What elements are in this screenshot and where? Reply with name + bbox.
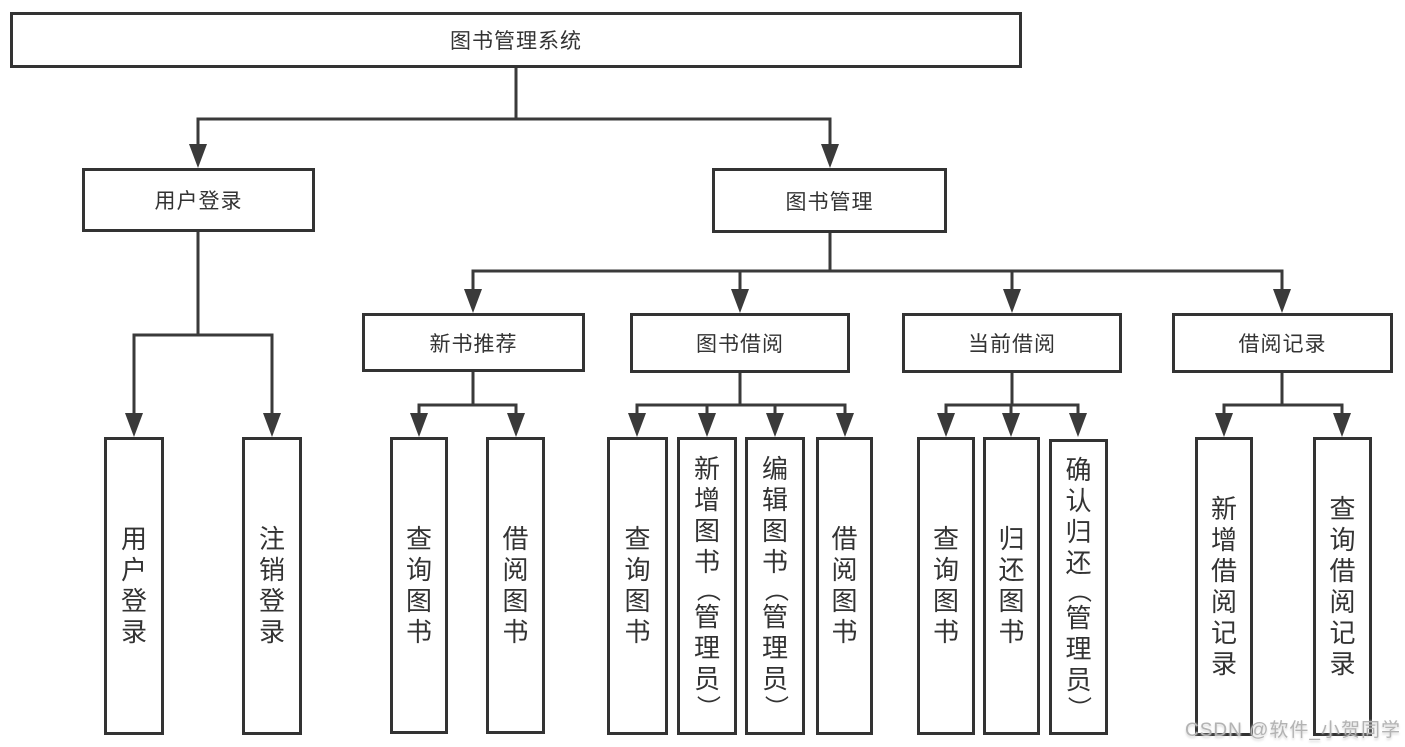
- node-book-borrow: 图书借阅: [630, 313, 850, 373]
- arrowhead: [1333, 413, 1351, 437]
- leaf-current-query: 查询图书: [917, 437, 975, 735]
- node-user-login: 用户登录: [82, 168, 315, 232]
- arrowhead: [1002, 413, 1020, 437]
- arrowhead: [410, 413, 428, 437]
- arrowhead: [125, 413, 143, 437]
- connector-bookmgmt-to-sections: [471, 233, 1284, 291]
- node-borrow-records-label: 借阅记录: [1238, 333, 1327, 356]
- leaf-logout: 注销登录: [242, 437, 302, 735]
- leaf-current-confirm-label: 确认归还（管理员）: [1065, 454, 1093, 720]
- leaf-borrow-edit-label: 编辑图书（管理员）: [761, 453, 789, 719]
- node-new-books-label: 新书推荐: [429, 332, 518, 356]
- arrowhead: [821, 144, 839, 168]
- leaf-borrow-borrow: 借阅图书: [816, 437, 873, 735]
- leaf-current-confirm: 确认归还（管理员）: [1049, 439, 1108, 735]
- leaf-borrow-add: 新增图书（管理员）: [677, 437, 737, 735]
- arrowhead: [263, 413, 281, 437]
- leaf-records-add: 新增借阅记录: [1195, 437, 1253, 736]
- node-current-borrow: 当前借阅: [902, 313, 1122, 373]
- node-book-management-label: 图书管理: [785, 190, 874, 214]
- leaf-newbooks-query: 查询图书: [390, 437, 448, 734]
- node-borrow-records: 借阅记录: [1172, 313, 1393, 373]
- arrowhead: [1069, 413, 1087, 437]
- connector-root-to-level2: [196, 66, 832, 146]
- node-book-borrow-label: 图书借阅: [696, 333, 784, 356]
- node-current-borrow-label: 当前借阅: [968, 333, 1056, 356]
- leaf-borrow-add-label: 新增图书（管理员）: [693, 453, 721, 719]
- arrowhead: [1273, 289, 1291, 313]
- node-root-label: 图书管理系统: [450, 30, 582, 53]
- leaf-borrow-borrow-label: 借阅图书: [831, 524, 858, 647]
- leaf-newbooks-borrow-label: 借阅图书: [502, 523, 529, 647]
- arrowhead: [698, 413, 716, 437]
- node-new-books: 新书推荐: [362, 313, 585, 372]
- leaf-records-add-label: 新增借阅记录: [1210, 493, 1237, 679]
- node-book-management: 图书管理: [712, 168, 947, 233]
- leaf-borrow-query: 查询图书: [607, 437, 668, 735]
- arrowhead: [937, 413, 955, 437]
- leaf-user-login: 用户登录: [104, 437, 164, 735]
- leaf-current-query-label: 查询图书: [932, 524, 959, 647]
- leaf-current-return-label: 归还图书: [998, 524, 1025, 647]
- leaf-records-query-label: 查询借阅记录: [1329, 493, 1356, 679]
- arrowhead: [836, 413, 854, 437]
- arrowhead: [189, 144, 207, 168]
- arrowhead: [507, 413, 525, 437]
- arrowhead: [731, 289, 749, 313]
- leaf-logout-label: 注销登录: [258, 524, 285, 647]
- connector-current-to-leaves: [944, 373, 1080, 415]
- leaf-newbooks-query-label: 查询图书: [405, 523, 432, 647]
- leaf-newbooks-borrow: 借阅图书: [486, 437, 545, 734]
- csdn-watermark: CSDN @软件_小贺同学: [1185, 720, 1401, 741]
- leaf-records-query: 查询借阅记录: [1313, 437, 1372, 736]
- connector-newbooks-to-leaves: [417, 372, 518, 415]
- arrowhead: [1215, 413, 1233, 437]
- leaf-borrow-edit: 编辑图书（管理员）: [745, 437, 805, 735]
- arrowhead: [766, 413, 784, 437]
- leaf-current-return: 归还图书: [983, 437, 1040, 735]
- arrowhead: [464, 289, 482, 313]
- node-root: 图书管理系统: [10, 12, 1022, 68]
- node-user-login-label: 用户登录: [154, 190, 243, 213]
- arrowhead: [628, 413, 646, 437]
- leaf-user-login-label: 用户登录: [120, 524, 147, 647]
- leaf-borrow-query-label: 查询图书: [624, 524, 651, 647]
- connector-borrow-to-leaves: [635, 373, 847, 415]
- connector-userlogin-to-leaves: [132, 232, 274, 415]
- arrowhead: [1003, 289, 1021, 313]
- connector-records-to-leaves: [1222, 373, 1344, 415]
